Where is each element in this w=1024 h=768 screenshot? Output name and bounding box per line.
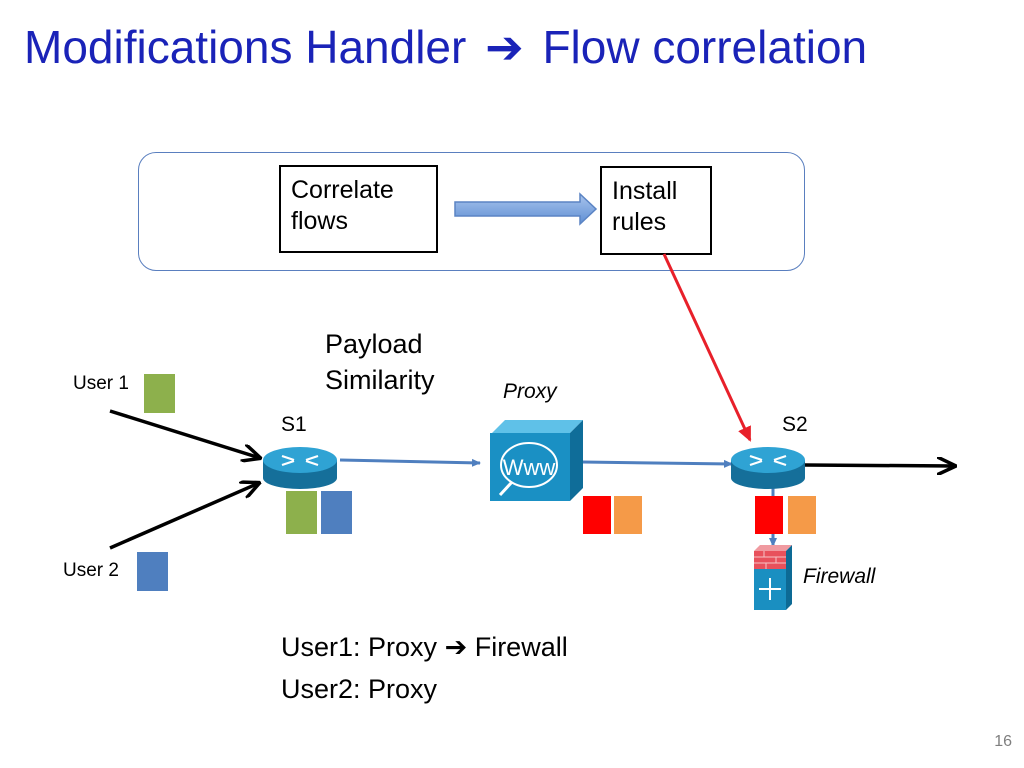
install-rules-line1: Install: [612, 177, 678, 205]
s2-orange-flow-square: [788, 496, 816, 534]
s1-user2-flow-square: [321, 491, 352, 534]
title-right: Flow correlation: [542, 21, 868, 73]
proxy-label: Proxy: [503, 380, 557, 403]
result-summary: User1: Proxy ➔ Firewall User2: Proxy: [281, 626, 568, 710]
result-line1-right: Firewall: [474, 632, 568, 662]
correlate-flows-line2: flows: [291, 207, 348, 235]
user2-flow-square: [137, 552, 168, 591]
s1-to-proxy-link: [339, 458, 481, 467]
user2-label: User 2: [63, 560, 119, 581]
install-rules-box[interactable]: Install rules: [600, 166, 712, 255]
pipeline-arrow-icon: [454, 192, 598, 226]
web-proxy-icon[interactable]: Www: [490, 420, 583, 501]
router-s2-icon[interactable]: [731, 447, 805, 489]
user2-arrow-icon: [109, 483, 259, 550]
control-arrow-icon: [662, 253, 752, 442]
payload-label-line2: Similarity: [325, 365, 435, 395]
slide-title: Modifications Handler ➔ Flow correlation: [24, 20, 867, 74]
s1-label: S1: [281, 413, 307, 436]
result-line1-left: User1: Proxy: [281, 632, 438, 662]
result-arrow-icon: ➔: [444, 632, 468, 662]
proxy-to-s2-link: [581, 459, 733, 468]
payload-label-line1: Payload: [325, 329, 423, 359]
egress-arrow-icon: [804, 465, 955, 466]
svg-text:Www: Www: [503, 455, 556, 480]
page-number: 16: [994, 733, 1012, 750]
s2-red-flow-square: [755, 496, 783, 534]
proxy-red-flow-square: [583, 496, 611, 534]
correlate-flows-line1: Correlate: [291, 176, 394, 204]
title-arrow-icon: ➔: [485, 21, 524, 73]
router-s1-icon[interactable]: [263, 447, 337, 489]
title-left: Modifications Handler: [24, 21, 467, 73]
firewall-label: Firewall: [803, 565, 876, 588]
install-rules-line2: rules: [612, 208, 667, 236]
result-line-2: User2: Proxy: [281, 674, 438, 704]
firewall-icon[interactable]: [754, 545, 792, 610]
user1-label: User 1: [73, 373, 129, 394]
proxy-orange-flow-square: [614, 496, 642, 534]
s1-user1-flow-square: [286, 491, 317, 534]
correlate-flows-box[interactable]: Correlate flows: [279, 165, 438, 253]
s2-label: S2: [782, 413, 808, 436]
result-line-1: User1: Proxy ➔ Firewall: [281, 626, 568, 668]
controller-panel: [138, 152, 805, 271]
user1-flow-square: [144, 374, 175, 413]
user1-arrow-icon: [109, 409, 260, 458]
payload-similarity-label: Payload Similarity: [325, 326, 435, 398]
